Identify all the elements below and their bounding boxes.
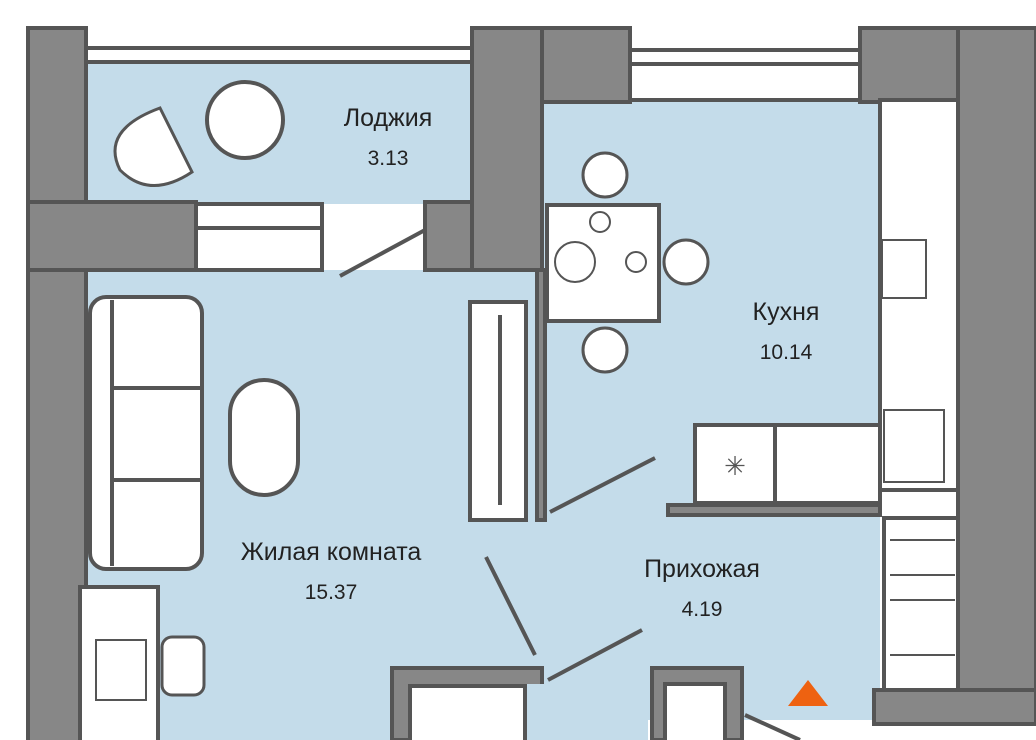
- stove: [881, 239, 927, 299]
- door-bath: [547, 628, 643, 682]
- door-living: [484, 556, 537, 656]
- room-name-kitchen: Кухня: [752, 298, 820, 326]
- sink: [883, 409, 945, 483]
- laptop: [95, 639, 147, 701]
- room-name-hall: Прихожая: [644, 555, 760, 583]
- sofa: [88, 295, 204, 571]
- office-chair: [160, 635, 206, 697]
- room-area-loggia: 3.13: [367, 147, 409, 170]
- wall-right: [956, 26, 1036, 726]
- wall-loggia-bottom: [26, 200, 198, 272]
- loggia-chair: [113, 106, 194, 187]
- entrance-marker: [788, 680, 828, 706]
- wall-kitchen-divider: [666, 503, 882, 517]
- bathtub: [408, 684, 527, 740]
- room-area-kitchen: 10.14: [759, 341, 813, 364]
- door-loggia: [339, 228, 426, 278]
- room-area-hall: 4.19: [681, 598, 723, 621]
- svg-text:✳: ✳: [724, 451, 746, 481]
- wall-loggia-right: [470, 26, 544, 272]
- room-name-living: Жилая комната: [240, 538, 422, 566]
- wall-bottom-right: [872, 688, 1036, 726]
- window-loggia: [194, 202, 324, 272]
- wardrobe: [882, 516, 960, 692]
- door-entrance: [744, 713, 801, 740]
- window-kitchen: [628, 48, 862, 102]
- wall-kitchen-left: [535, 268, 547, 522]
- room-name-loggia: Лоджия: [343, 104, 433, 132]
- counter-bottom: [693, 423, 882, 505]
- room-area-living: 15.37: [304, 581, 358, 604]
- wall-left: [26, 26, 88, 740]
- loggia-table: [205, 80, 285, 160]
- coffee-table: [228, 378, 300, 497]
- door-kitchen: [549, 456, 656, 514]
